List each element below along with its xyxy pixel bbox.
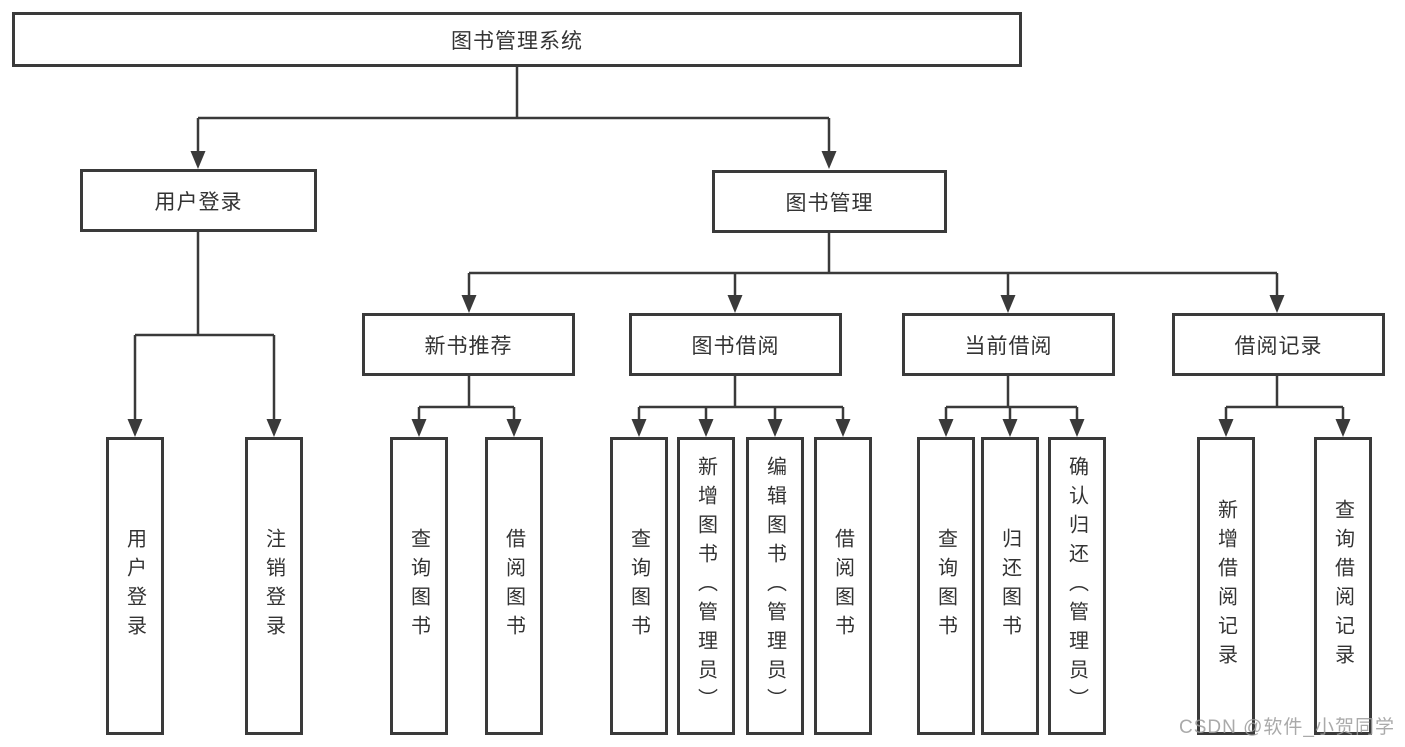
node-book-borrowing: 图书借阅 xyxy=(629,313,842,376)
node-root-library-management-system: 图书管理系统 xyxy=(12,12,1022,67)
leaf-query-borrow-record: 查询借阅记录 xyxy=(1314,437,1372,735)
node-user-login: 用户登录 xyxy=(80,169,317,232)
leaf-query-books-recommend: 查询图书 xyxy=(390,437,448,735)
leaf-add-borrow-record: 新增借阅记录 xyxy=(1197,437,1255,735)
leaf-query-books-current: 查询图书 xyxy=(917,437,975,735)
node-book-management: 图书管理 xyxy=(712,170,947,233)
node-borrowing-records: 借阅记录 xyxy=(1172,313,1385,376)
leaf-query-books-borrowing: 查询图书 xyxy=(610,437,668,735)
node-current-borrowing: 当前借阅 xyxy=(902,313,1115,376)
leaf-confirm-return-admin: 确认归还（管理员） xyxy=(1048,437,1106,735)
leaf-logout: 注销登录 xyxy=(245,437,303,735)
leaf-edit-books-admin: 编辑图书（管理员） xyxy=(746,437,804,735)
node-new-book-recommendation: 新书推荐 xyxy=(362,313,575,376)
leaf-user-login: 用户登录 xyxy=(106,437,164,735)
leaf-borrow-books-recommend: 借阅图书 xyxy=(485,437,543,735)
leaf-borrow-books: 借阅图书 xyxy=(814,437,872,735)
watermark: CSDN @软件_小贺同学 xyxy=(1179,717,1395,738)
leaf-return-books: 归还图书 xyxy=(981,437,1039,735)
leaf-add-books-admin: 新增图书（管理员） xyxy=(677,437,735,735)
